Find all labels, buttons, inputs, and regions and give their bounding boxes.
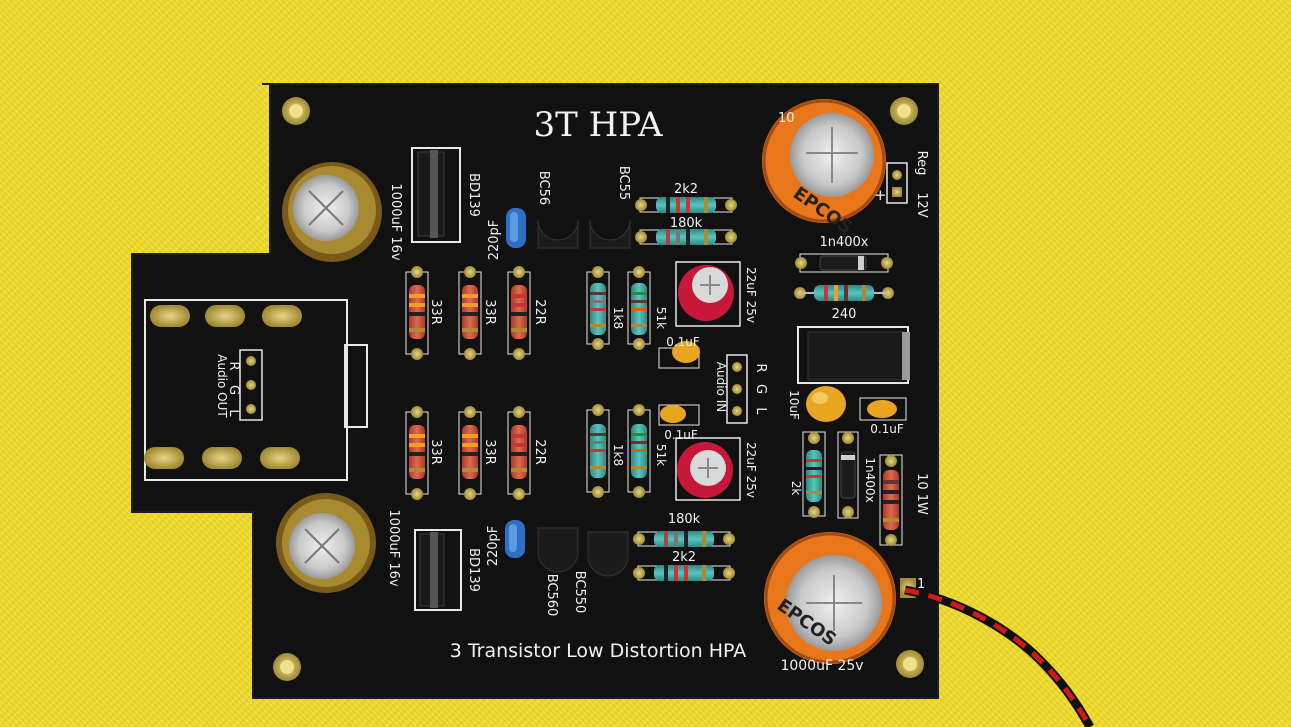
label-r-10-1w: 10 1W — [914, 473, 929, 515]
resistor-2k — [802, 431, 826, 518]
transistor-bc550-bottom — [587, 531, 629, 577]
capacitor-1000uf-16v-bottom — [276, 493, 376, 593]
capacitor-01uf-mid — [658, 404, 700, 426]
resistor-51k-bottom — [627, 404, 651, 498]
label-r-2k2-top: 2k2 — [674, 182, 698, 197]
capacitor-1000uf-25v: EPCOS — [764, 532, 896, 664]
mounting-holes — [273, 97, 924, 681]
audio-out-pin-g: G — [226, 385, 241, 395]
resistor-33r-3 — [405, 406, 429, 500]
label-cap-br-partial: 1 — [917, 577, 925, 592]
label-cap-1000uf-16v-top: 1000uF 16v — [388, 183, 403, 260]
label-r-180k-bottom: 180k — [668, 512, 701, 527]
label-r-33r-4: 33R — [482, 439, 497, 465]
label-r-33r-2: 33R — [482, 299, 497, 325]
capacitor-22uf-25v-bottom — [675, 437, 741, 501]
audio-in-header — [726, 354, 748, 424]
label-r-51k-bottom: 51k — [654, 444, 668, 466]
capacitor-220pf-bottom — [505, 520, 525, 558]
label-bd139-top: BD139 — [466, 173, 481, 217]
label-220pf-top: 220pF — [487, 220, 502, 261]
resistor-180k-bottom — [633, 531, 735, 547]
capacitor-10uf — [806, 386, 846, 422]
label-cap-22uf-25v-bottom: 22uF 25v — [744, 442, 758, 498]
capacitor-01uf-top — [658, 341, 700, 369]
voltage-regulator — [797, 326, 910, 384]
label-cap-1000uf-25v: 1000uF 25v — [780, 658, 863, 674]
label-r-1k8-bottom: 1k8 — [611, 444, 625, 466]
label-bc550-bottom: BC550 — [572, 571, 587, 614]
label-bc560-bottom: BC560 — [544, 574, 559, 617]
label-diode-top: 1n400x — [819, 235, 868, 250]
resistor-2k2-top — [635, 197, 737, 213]
label-cap-01uf-right: 0.1uF — [870, 422, 904, 436]
capacitor-220pf-top — [506, 208, 526, 248]
resistor-33r-2 — [458, 266, 482, 360]
label-r-180k-top: 180k — [670, 216, 703, 231]
resistor-22r-top — [507, 266, 531, 360]
label-cap-22uf-25v-top: 22uF 25v — [744, 267, 758, 323]
resistor-180k-top — [635, 229, 737, 245]
label-r-51k-top: 51k — [654, 307, 668, 329]
label-cap-1000uf-16v-bottom: 1000uF 16v — [386, 509, 401, 586]
diode-1n400x-mid — [837, 431, 859, 519]
audio-out-connector — [144, 299, 368, 481]
diode-1n400x-top — [795, 253, 893, 273]
resistor-10-1w — [879, 454, 903, 546]
resistor-33r-4 — [458, 406, 482, 500]
label-bd139-bottom: BD139 — [466, 548, 481, 592]
power-cable — [904, 585, 1094, 727]
label-cap-tl-partial: 10 — [778, 111, 795, 126]
capacitor-01uf-right — [859, 397, 907, 421]
label-cap-01uf-top: 0.1uF — [666, 335, 700, 349]
board-title: 3T HPA — [533, 105, 663, 145]
audio-in-pin-r: R — [753, 363, 768, 372]
transistor-bc550-top — [589, 219, 631, 249]
resistor-2k2-bottom — [633, 565, 735, 581]
reg-label: Reg — [914, 151, 929, 176]
resistor-1k8-bottom — [586, 404, 610, 498]
label-r-2k2-bottom: 2k2 — [672, 550, 696, 565]
label-r-2k: 2k — [789, 481, 803, 496]
audio-in-pin-l: L — [753, 407, 768, 415]
resistor-22r-bottom — [507, 406, 531, 500]
label-r-33r-3: 33R — [428, 439, 443, 465]
transistor-bc560-bottom — [537, 527, 579, 573]
resistor-240 — [794, 285, 894, 301]
plus-label: + — [874, 186, 887, 204]
capacitor-1000uf-16v-top — [282, 162, 382, 262]
audio-out-pin-l: L — [226, 409, 241, 417]
label-diode-mid: 1n400x — [863, 457, 877, 502]
audio-in-label: Audio IN — [714, 362, 728, 412]
voltage-label: 12V — [914, 192, 929, 218]
resistor-51k-top — [627, 266, 651, 350]
label-bc560-top: BC56 — [536, 171, 551, 205]
transistor-bd139-bottom — [414, 529, 462, 611]
label-r-240: 240 — [832, 307, 857, 322]
reg-connector — [886, 162, 908, 204]
label-r-1k8-top: 1k8 — [611, 307, 625, 329]
resistor-1k8-top — [586, 266, 610, 350]
board-subtitle: 3 Transistor Low Distortion HPA — [450, 640, 747, 662]
label-cap-10uf: 10uF — [787, 390, 801, 420]
resistor-33r-1 — [405, 266, 429, 360]
audio-in-pin-g: G — [753, 384, 768, 394]
label-r-22r-top: 22R — [532, 299, 547, 325]
label-bc550-top: BC55 — [616, 166, 631, 200]
label-cap-01uf-mid: 0.1uF — [664, 428, 698, 442]
label-220pf-bottom: 220pF — [486, 526, 501, 567]
audio-out-label: Audio OUT — [215, 354, 229, 418]
label-r-22r-bottom: 22R — [532, 439, 547, 465]
capacitor-22uf-25v-top — [675, 261, 741, 327]
label-r-33r-1: 33R — [428, 299, 443, 325]
transistor-bc560-top — [537, 219, 579, 249]
transistor-bd139-top — [411, 147, 461, 243]
audio-out-pin-r: R — [226, 361, 241, 370]
